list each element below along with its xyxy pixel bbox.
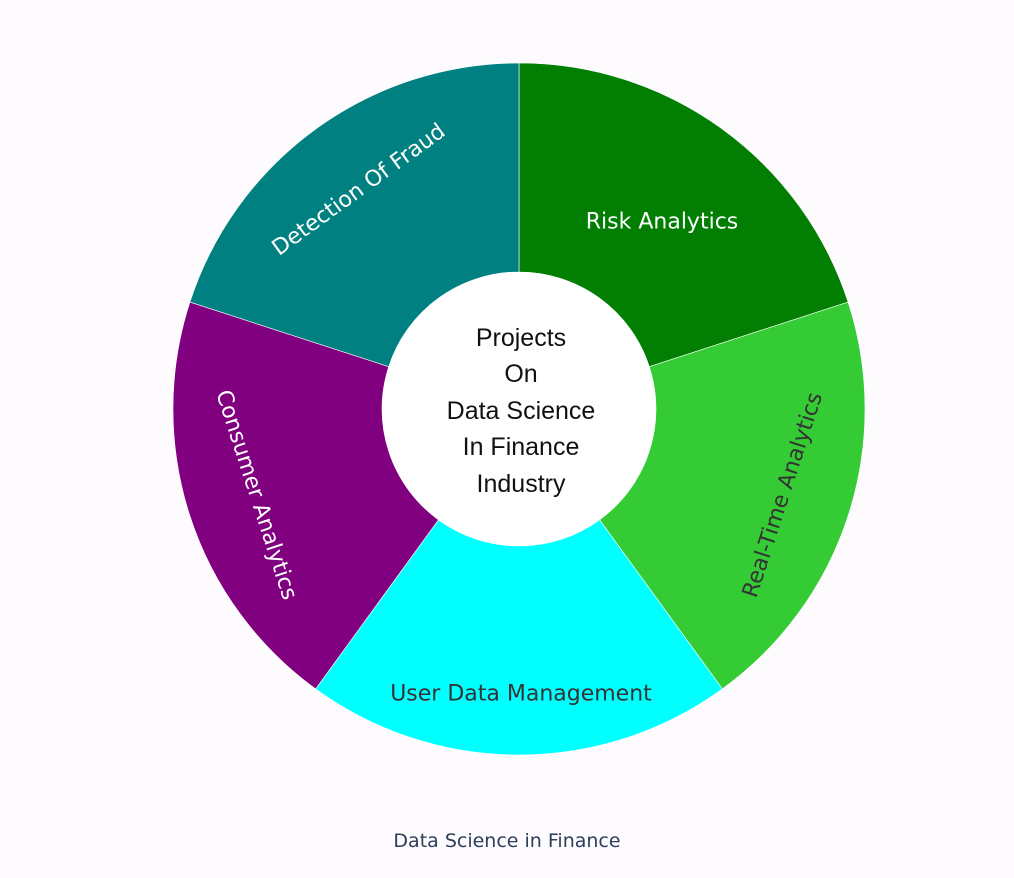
diagram-caption: Data Science in Finance <box>393 830 621 852</box>
center-line: Data Science <box>447 397 596 425</box>
center-line: Projects <box>476 324 566 352</box>
center-line: In Finance <box>463 433 580 461</box>
center-line: Industry <box>477 470 566 498</box>
center-title: Projects On Data Science In Finance Indu… <box>447 324 596 498</box>
center-hole <box>382 272 656 546</box>
center-line: On <box>504 360 537 388</box>
segment-label: User Data Management <box>390 682 652 707</box>
segment-label: Risk Analytics <box>586 210 739 235</box>
